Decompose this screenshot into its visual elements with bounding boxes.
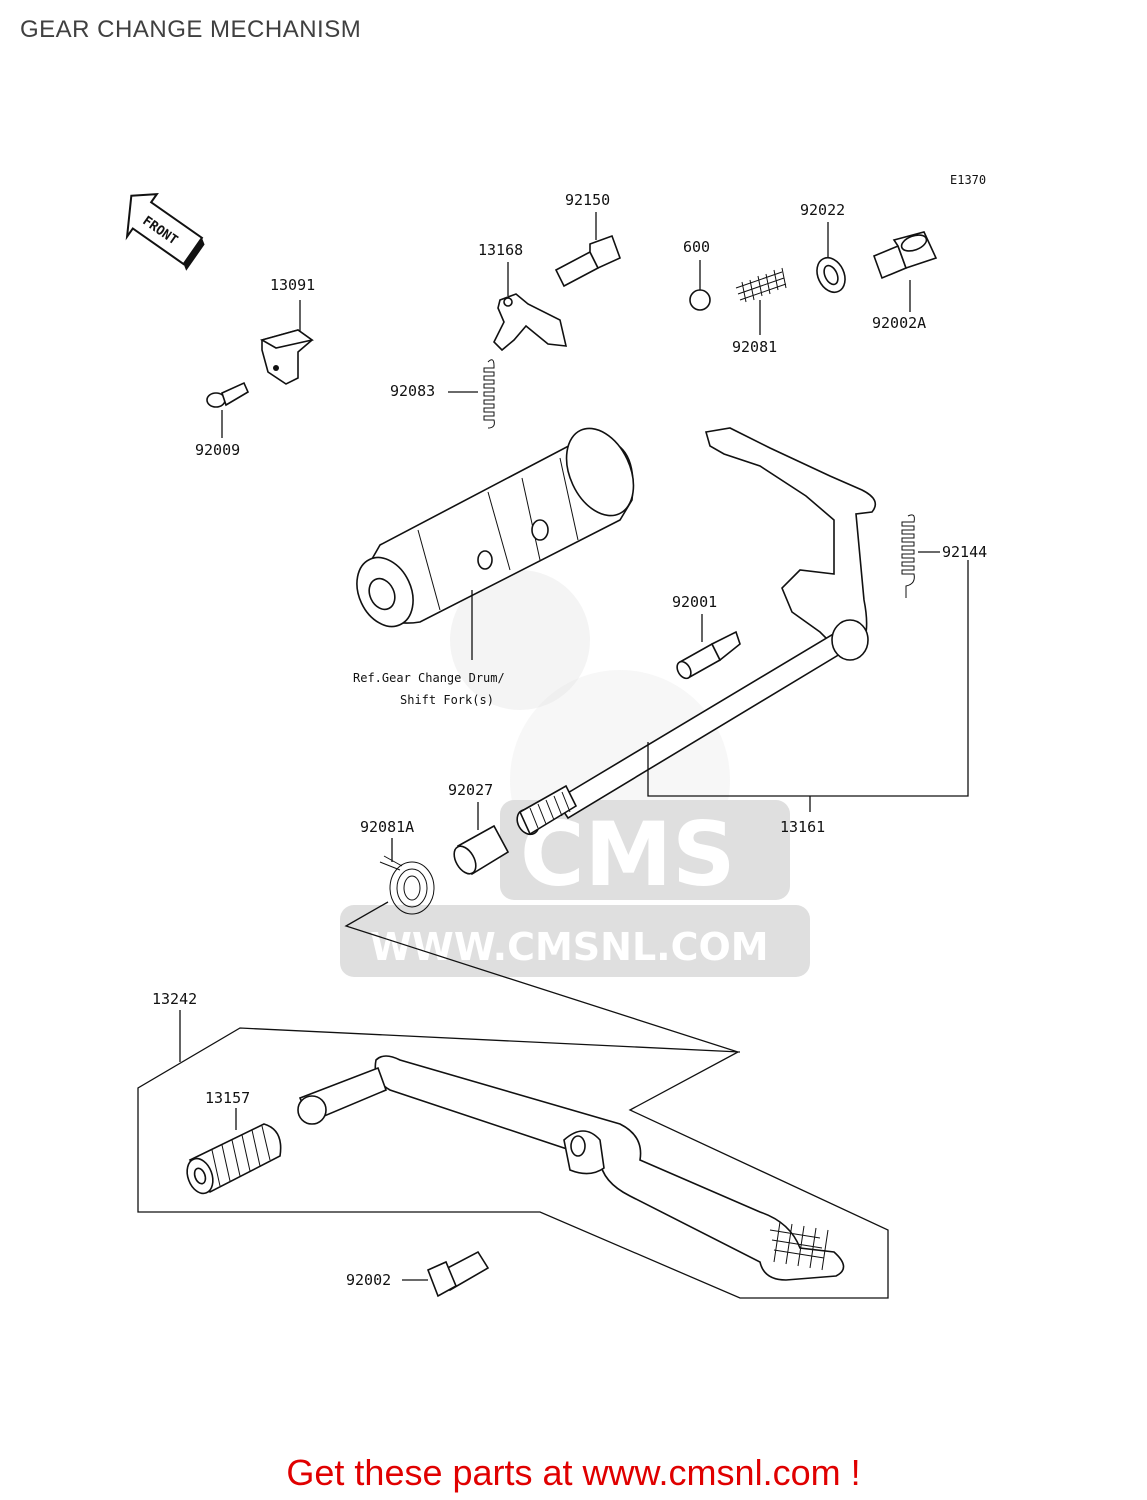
part-number-92022: 92022 [800, 201, 845, 219]
watermark-url: WWW.CMSNL.COM [370, 925, 769, 969]
part-number-92150: 92150 [565, 191, 610, 209]
part-92150-bolt [554, 234, 622, 288]
part-92027-collar [453, 824, 510, 876]
part-13157-pedal-rubber [186, 1123, 282, 1195]
footer-promo-text[interactable]: Get these parts at www.cmsnl.com ! [286, 1452, 861, 1493]
part-number-13161: 13161 [780, 818, 825, 836]
part-number-13242: 13242 [152, 990, 197, 1008]
part-13168-stopper-lever [493, 293, 568, 352]
front-arrow-icon: FRONT [125, 192, 205, 271]
diagram-code: E1370 [950, 173, 986, 187]
part-13161-shift-shaft [516, 427, 877, 836]
part-number-92144: 92144 [942, 543, 987, 561]
watermark-mascot [450, 570, 590, 710]
part-92002A-bolt [872, 231, 938, 280]
part-number-92001: 92001 [672, 593, 717, 611]
part-number-600: 600 [683, 238, 710, 256]
part-92001-pin [676, 630, 741, 680]
part-number-13168: 13168 [478, 241, 523, 259]
part-92081A-return-spring [379, 855, 435, 915]
part-92083-spring [483, 359, 495, 429]
part-92022-washer [816, 256, 846, 294]
part-number-92083: 92083 [390, 382, 435, 400]
part-13242-shift-pedal [297, 1055, 845, 1281]
part-13091-bracket [259, 329, 314, 385]
part-number-13157: 13157 [205, 1089, 250, 1107]
reference-note-line2: Shift Fork(s) [400, 693, 494, 707]
watermark-brand: CMS [520, 803, 736, 906]
part-number-92002A: 92002A [872, 314, 926, 332]
part-92081-spring [735, 267, 787, 303]
part-92009-bolt [206, 381, 250, 408]
gear-change-drum [356, 427, 635, 628]
part-92002-bolt [426, 1250, 490, 1298]
watermark: CMS WWW.CMSNL.COM [340, 570, 810, 977]
part-number-13091: 13091 [270, 276, 315, 294]
part-number-92027: 92027 [448, 781, 493, 799]
part-number-92081: 92081 [732, 338, 777, 356]
part-number-92009: 92009 [195, 441, 240, 459]
part-600-ball [689, 289, 711, 311]
part-number-92081A: 92081A [360, 818, 414, 836]
reference-note-line1: Ref.Gear Change Drum/ [353, 671, 505, 685]
page-title: GEAR CHANGE MECHANISM [20, 16, 362, 43]
part-number-92002: 92002 [346, 1271, 391, 1289]
part-92144-spring [901, 514, 915, 598]
